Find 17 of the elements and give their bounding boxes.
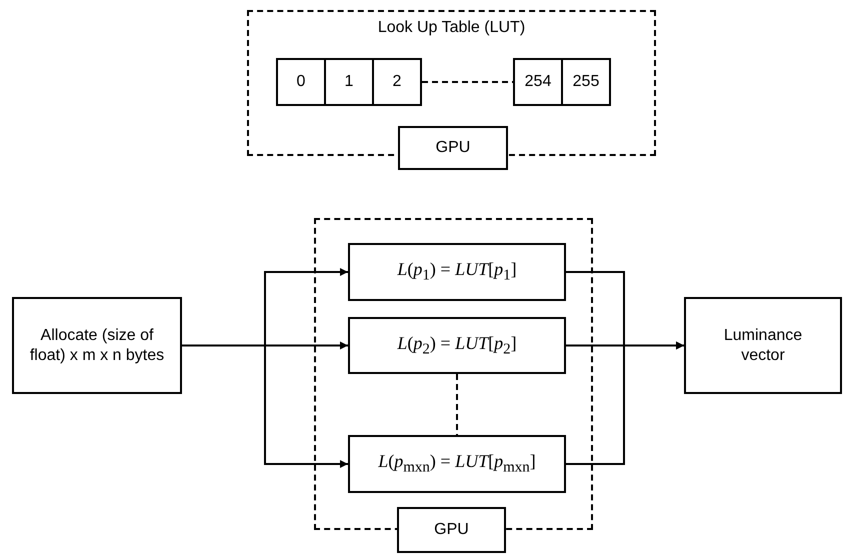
- formula-box: L(p$_{1}$) = LUT[p$_{1}$]: [348, 243, 566, 301]
- table-cell: 1: [324, 58, 374, 106]
- formula-box: L(p$_{2}$) = LUT[p$_{2}$]: [348, 317, 566, 374]
- table-cell: 254: [513, 58, 563, 106]
- table-cell: 2: [372, 58, 422, 106]
- connector-line: [456, 374, 458, 435]
- process-box: Luminance vector: [684, 297, 842, 394]
- gpu-box: GPU: [397, 507, 506, 553]
- table-cell: 255: [561, 58, 611, 106]
- table-title: Look Up Table (LUT): [376, 18, 526, 38]
- table-cell: 0: [276, 58, 326, 106]
- arrow: [566, 342, 684, 465]
- arrow: [182, 344, 348, 468]
- formula-box: L(p$_{mxn}$) = LUT[p$_{mxn}$]: [348, 435, 566, 493]
- process-box: Allocate (size of float) x m x n bytes: [12, 297, 182, 394]
- gpu-box: GPU: [398, 126, 508, 170]
- connector-line: [422, 81, 513, 83]
